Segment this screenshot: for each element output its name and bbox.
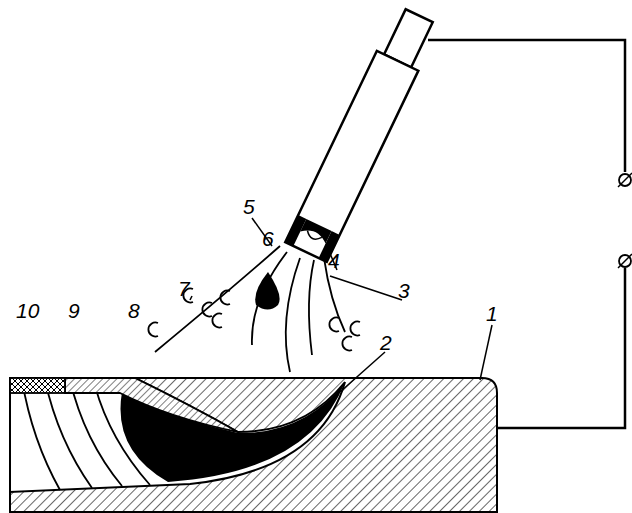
callout-number: 2 xyxy=(380,332,392,353)
slag-hatch xyxy=(65,378,238,432)
slag-crust xyxy=(10,378,65,393)
power-wires xyxy=(428,40,632,428)
leader-lines xyxy=(190,218,492,392)
electric-arc xyxy=(155,246,345,372)
electrode xyxy=(285,6,440,262)
callout-number: 6 xyxy=(262,228,274,249)
slag xyxy=(65,378,238,432)
callout-number: 4 xyxy=(328,250,340,271)
base-metal xyxy=(10,378,497,512)
callout-number: 10 xyxy=(16,300,39,321)
callout-number: 7 xyxy=(178,278,190,299)
weld-region xyxy=(10,378,345,492)
callout-number: 8 xyxy=(128,300,140,321)
callout-number: 1 xyxy=(486,303,498,324)
callout-number: 3 xyxy=(398,280,410,301)
metal-droplet xyxy=(255,272,279,310)
callout-number: 5 xyxy=(243,196,255,217)
slag-crust-hatch xyxy=(10,378,65,393)
callout-number: 9 xyxy=(68,300,80,321)
